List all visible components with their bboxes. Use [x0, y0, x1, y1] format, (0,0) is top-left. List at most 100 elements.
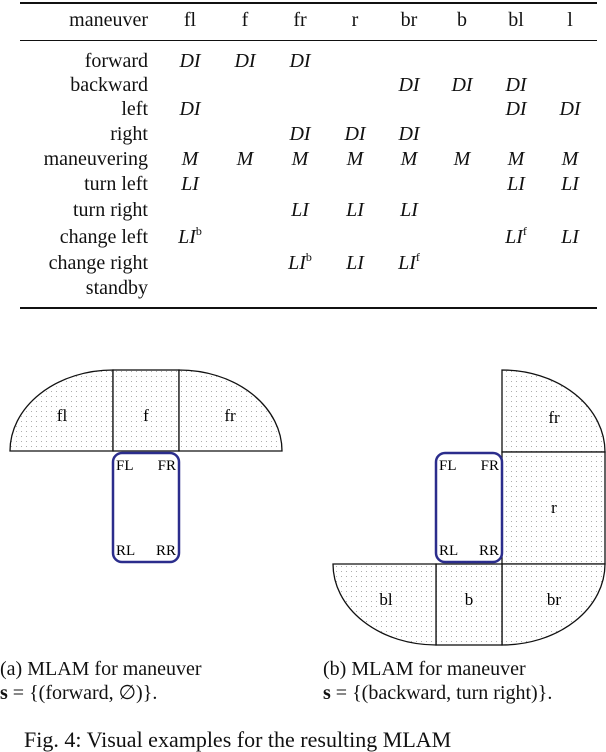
zone-label-b: b — [465, 590, 474, 609]
cell-value: M — [507, 148, 525, 170]
header-f: f — [241, 9, 249, 31]
cell-value: DI — [451, 74, 473, 96]
row-label: right — [110, 123, 148, 145]
table-cell: LIb — [178, 225, 202, 249]
cell-value: M — [453, 148, 471, 170]
table-cell: M — [347, 147, 364, 171]
cell-superscript: b — [195, 224, 202, 238]
cell-value: M — [291, 148, 309, 170]
table-cell: LI — [346, 198, 364, 222]
cell-superscript: b — [305, 250, 312, 264]
table-cell: M — [454, 147, 471, 171]
row-label: maneuvering — [43, 148, 148, 170]
zone-b — [435, 563, 503, 646]
row-label: change left — [59, 226, 148, 248]
table-cell: DI — [398, 122, 419, 146]
table-cell: DI — [289, 122, 310, 146]
header-fr: fr — [293, 9, 307, 31]
corner-rr: RR — [156, 543, 176, 559]
table-cell: LI — [346, 251, 364, 275]
table-cell: LI — [181, 172, 199, 196]
table-cell: DI — [179, 49, 200, 73]
zone-label-bl: bl — [379, 590, 393, 609]
table-cell: LI — [291, 198, 309, 222]
cell-value: LI — [346, 252, 364, 274]
caption-a-s: s — [0, 682, 8, 704]
caption-a-line1: (a) MLAM for maneuver — [0, 658, 202, 680]
row-label: left — [121, 98, 148, 120]
table-cell: DI — [179, 97, 200, 121]
table-cell: M — [237, 147, 254, 171]
row-label: forward — [84, 50, 148, 72]
cell-value: M — [181, 148, 199, 170]
row-label: turn right — [73, 199, 148, 221]
row-label: backward — [70, 74, 148, 96]
table-cell: LI — [561, 172, 579, 196]
corner-fr: FR — [481, 458, 499, 474]
cell-value: DI — [289, 50, 311, 72]
zone-label-f: f — [143, 406, 149, 425]
zone-f — [112, 369, 180, 452]
cell-value: LI — [505, 226, 523, 248]
zone-label-fl: fl — [57, 406, 68, 425]
table-cell: DI — [398, 73, 419, 97]
zone-label-r: r — [551, 498, 557, 517]
caption-b: (b) MLAM for maneuver s = {(backward, tu… — [323, 657, 552, 705]
zone-label-br: br — [547, 590, 562, 609]
table-cell: M — [292, 147, 309, 171]
table-cell: DI — [451, 73, 472, 97]
table-cell: LI — [561, 225, 579, 249]
zone-fr — [501, 369, 606, 453]
cell-value: DI — [179, 50, 201, 72]
header-b: b — [457, 9, 467, 31]
cell-value: LI — [346, 199, 364, 221]
table-cell: M — [562, 147, 579, 171]
corner-rl: RL — [116, 543, 135, 559]
table-cell: DI — [505, 97, 526, 121]
header-r: r — [351, 9, 359, 31]
header-l: l — [567, 9, 573, 31]
caption-b-s: s — [323, 682, 331, 704]
caption-a-math: = {(forward, ∅)}. — [7, 682, 158, 704]
cell-superscript: f — [522, 224, 527, 238]
cell-value: LI — [561, 173, 579, 195]
table-cell: DI — [344, 122, 365, 146]
ego-vehicle — [434, 451, 504, 564]
cell-value: LI — [291, 199, 309, 221]
zone-label-fr: fr — [224, 406, 236, 425]
table-top-rule — [20, 2, 597, 4]
cell-value: M — [236, 148, 254, 170]
corner-fl: FL — [439, 458, 457, 474]
table-cell: LIf — [505, 225, 527, 249]
cell-value: M — [346, 148, 364, 170]
cell-value: DI — [179, 98, 201, 120]
table-cell: DI — [559, 97, 580, 121]
table-cell: DI — [289, 49, 310, 73]
caption-a-line2: s = {(forward, ∅)}. — [0, 681, 202, 705]
zone-br — [501, 563, 606, 646]
cell-value: DI — [505, 98, 527, 120]
table-cell: M — [182, 147, 199, 171]
table-bottom-rule — [20, 307, 597, 309]
table-header-rule — [20, 40, 597, 41]
corner-rl: RL — [439, 543, 458, 559]
zone-fl — [9, 369, 114, 452]
cell-value: DI — [344, 123, 366, 145]
header-bl: bl — [508, 9, 524, 31]
cell-value: LI — [400, 199, 418, 221]
cell-value: DI — [234, 50, 256, 72]
cell-value: LI — [507, 173, 525, 195]
header-maneuver: maneuver — [69, 9, 148, 31]
table-cell: M — [401, 147, 418, 171]
table-cell: DI — [234, 49, 255, 73]
cell-value: DI — [289, 123, 311, 145]
cell-value: DI — [398, 123, 420, 145]
cell-superscript: f — [415, 250, 420, 264]
figure-caption: Fig. 4: Visual examples for the resultin… — [24, 727, 452, 752]
diagram-b: fr r br b bl FL FR RL RR — [332, 369, 606, 646]
cell-value: DI — [559, 98, 581, 120]
row-label: change right — [48, 252, 148, 274]
caption-b-line1: (b) MLAM for maneuver — [323, 658, 526, 680]
cell-value: LI — [288, 252, 306, 274]
table-cell: LIb — [288, 251, 312, 275]
